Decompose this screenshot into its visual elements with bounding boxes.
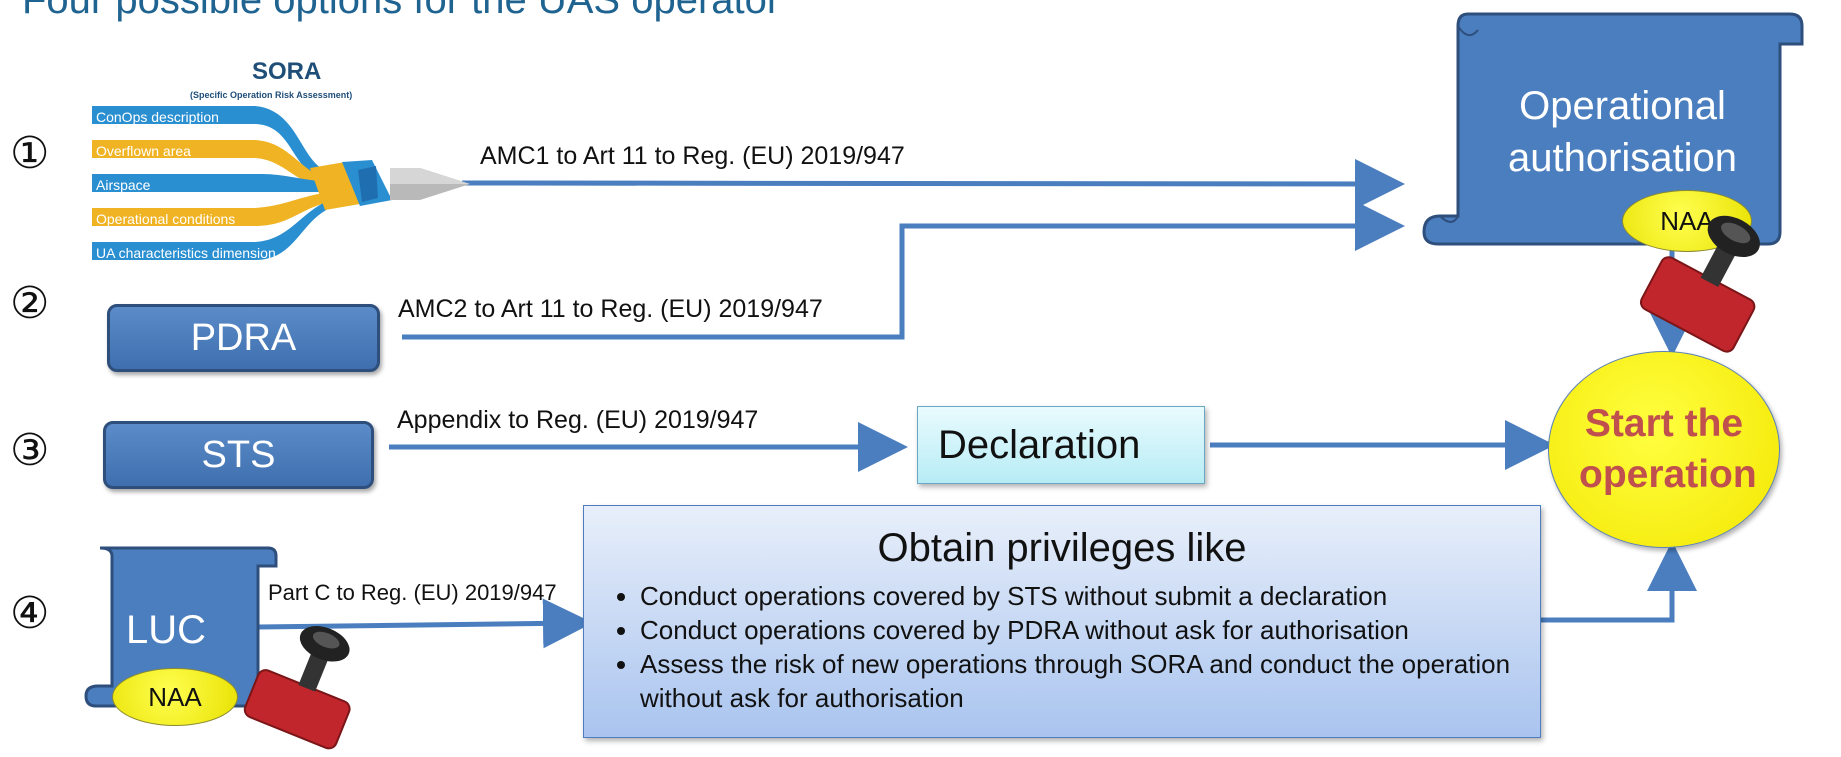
privilege-item: Conduct operations covered by PDRA witho… bbox=[640, 613, 1540, 647]
arrow-luc-to-privileges bbox=[257, 598, 593, 649]
sts-label: STS bbox=[201, 433, 276, 476]
sts-box: STS bbox=[103, 421, 374, 489]
option-number-2: ② bbox=[10, 278, 50, 329]
authorisation-label: Operational authorisation bbox=[1507, 84, 1738, 180]
arrow-sora-to-authorisation bbox=[461, 158, 1405, 209]
pdra-label: PDRA bbox=[190, 316, 297, 359]
pdra-box: PDRA bbox=[107, 304, 380, 372]
sora-subtitle: (Specific Operation Risk Assessment) bbox=[190, 90, 353, 100]
start-operation-label: Start the operation bbox=[1579, 401, 1757, 496]
naa-label-luc: NAA bbox=[148, 681, 202, 712]
naa-badge-authorisation: NAA bbox=[1622, 190, 1752, 252]
label-amc2: AMC2 to Art 11 to Reg. (EU) 2019/947 bbox=[398, 295, 823, 323]
privileges-box: Obtain privileges like Conduct operation… bbox=[583, 505, 1541, 738]
label-part-c: Part C to Reg. (EU) 2019/947 bbox=[268, 580, 557, 605]
privilege-item: Conduct operations covered by STS withou… bbox=[640, 579, 1540, 613]
privileges-list: Conduct operations covered by STS withou… bbox=[584, 579, 1540, 715]
sora-row-overflown-area: Overflown area bbox=[96, 143, 191, 159]
sora-row-airspace: Airspace bbox=[96, 177, 151, 193]
declaration-label: Declaration bbox=[938, 422, 1141, 467]
sora-row-operational-conditions: Operational conditions bbox=[96, 211, 236, 227]
start-operation-ellipse: Start the operation bbox=[1548, 351, 1780, 548]
option-number-4: ④ bbox=[10, 588, 50, 639]
arrow-privileges-to-start bbox=[1541, 541, 1697, 623]
privilege-item: Assess the risk of new operations throug… bbox=[640, 647, 1540, 715]
naa-badge-luc: NAA bbox=[112, 668, 238, 726]
label-appendix: Appendix to Reg. (EU) 2019/947 bbox=[397, 406, 759, 434]
sora-row-ua-characteristics: UA characteristics dimension bbox=[96, 245, 276, 261]
sora-row-conops: ConOps description bbox=[96, 109, 219, 125]
sora-title: SORA bbox=[252, 58, 322, 85]
luc-label: LUC bbox=[126, 608, 207, 652]
option-number-3: ③ bbox=[10, 425, 50, 476]
label-amc1: AMC1 to Art 11 to Reg. (EU) 2019/947 bbox=[480, 142, 905, 170]
privileges-heading: Obtain privileges like bbox=[877, 526, 1247, 570]
page-title: Four possible options for the UAS operat… bbox=[22, 0, 781, 22]
naa-label-authorisation: NAA bbox=[1660, 205, 1714, 236]
arrow-pdra-to-authorisation bbox=[402, 201, 1405, 340]
declaration-box: Declaration bbox=[917, 406, 1205, 484]
option-number-1: ① bbox=[10, 128, 50, 179]
